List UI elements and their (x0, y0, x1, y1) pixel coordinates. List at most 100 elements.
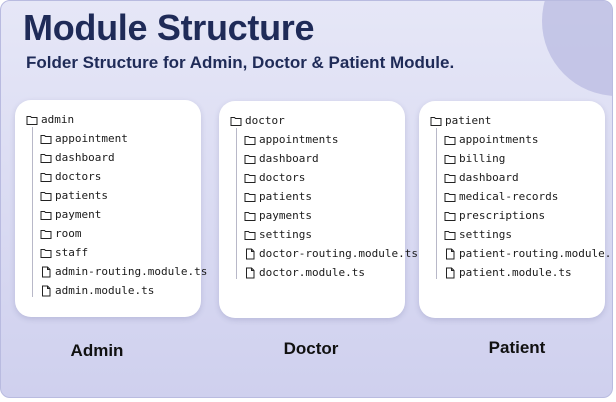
folder-item: appointment (26, 129, 207, 148)
page-title: Module Structure (23, 7, 315, 48)
folder-item: appointments (430, 130, 612, 149)
tree-item-label: appointment (55, 132, 128, 145)
folder-icon (444, 210, 456, 222)
decorative-circle (542, 1, 612, 96)
file-item: admin-routing.module.ts (26, 262, 207, 281)
admin-module-card: admin appointment dashboard doctors patients… (15, 100, 207, 317)
file-icon (444, 267, 456, 279)
doctor-folder-tree: doctor appointments dashboard doctors patien… (230, 111, 418, 282)
file-item: patient.module.ts (430, 263, 612, 282)
folder-icon (444, 134, 456, 146)
folder-icon (40, 152, 52, 164)
file-item: doctor-routing.module.ts (230, 244, 418, 263)
folder-icon (244, 153, 256, 165)
tree-item-label: prescriptions (459, 209, 546, 222)
tree-item-label: payments (259, 209, 312, 222)
folder-icon (444, 153, 456, 165)
tree-item-label: patient (445, 114, 492, 127)
folder-item: payment (26, 205, 207, 224)
tree-item-label: dashboard (259, 152, 319, 165)
tree-item-label: doctors (55, 170, 102, 183)
folder-item: appointments (230, 130, 418, 149)
folder-item: prescriptions (430, 206, 612, 225)
folder-item: doctor (230, 111, 418, 130)
folder-item: patients (230, 187, 418, 206)
file-item: doctor.module.ts (230, 263, 418, 282)
folder-icon (444, 172, 456, 184)
folder-item: dashboard (430, 168, 612, 187)
folder-icon (244, 210, 256, 222)
tree-item-label: settings (259, 228, 312, 241)
tree-item-label: doctors (259, 171, 306, 184)
folder-icon (244, 134, 256, 146)
tree-item-label: appointments (259, 133, 339, 146)
tree-connector (436, 128, 437, 279)
folder-icon (40, 228, 52, 240)
tree-item-label: payment (55, 208, 102, 221)
tree-item-label: dashboard (459, 171, 519, 184)
file-icon (244, 248, 256, 260)
folder-icon (244, 191, 256, 203)
file-icon (40, 266, 52, 278)
tree-item-label: billing (459, 152, 506, 165)
folder-item: room (26, 224, 207, 243)
folder-item: medical-records (430, 187, 612, 206)
folder-item: doctors (230, 168, 418, 187)
tree-item-label: appointments (459, 133, 539, 146)
doctor-module-card: doctor appointments dashboard doctors patien… (219, 101, 418, 318)
tree-item-label: staff (55, 246, 89, 259)
patient-module-label: Patient (488, 338, 546, 357)
folder-icon (40, 209, 52, 221)
admin-folder-tree: admin appointment dashboard doctors patients… (26, 110, 207, 300)
tree-connector (236, 128, 237, 279)
tree-item-label: patients (55, 189, 108, 202)
tree-item-label: patient-routing.module.ts (459, 247, 613, 260)
tree-item-label: dashboard (55, 151, 115, 164)
folder-icon (430, 115, 442, 127)
tree-connector (32, 127, 33, 297)
tree-item-label: room (55, 227, 82, 240)
tree-item-label: doctor.module.ts (259, 266, 365, 279)
tree-item-label: doctor-routing.module.ts (259, 247, 418, 260)
folder-icon (40, 190, 52, 202)
file-icon (40, 285, 52, 297)
folder-item: staff (26, 243, 207, 262)
file-icon (244, 267, 256, 279)
folder-icon (40, 171, 52, 183)
folder-item: settings (430, 225, 612, 244)
tree-item-label: admin-routing.module.ts (55, 265, 208, 278)
tree-item-label: patient.module.ts (459, 266, 572, 279)
folder-item: dashboard (26, 148, 207, 167)
folder-item: payments (230, 206, 418, 225)
file-item: patient-routing.module.ts (430, 244, 613, 263)
folder-icon (26, 114, 38, 126)
folder-icon (444, 229, 456, 241)
patient-module-card: patient appointments billing dashboard medic… (419, 101, 612, 318)
folder-item: doctors (26, 167, 207, 186)
doctor-module-label: Doctor (283, 339, 339, 358)
tree-item-label: settings (459, 228, 512, 241)
patient-folder-tree: patient appointments billing dashboard medic… (430, 111, 613, 282)
folder-icon (444, 191, 456, 203)
folder-item: patients (26, 186, 207, 205)
tree-item-label: medical-records (459, 190, 559, 203)
folder-icon (40, 247, 52, 259)
file-item: admin.module.ts (26, 281, 207, 300)
folder-item: patient (430, 111, 612, 130)
admin-module-label: Admin (70, 341, 124, 360)
folder-item: settings (230, 225, 418, 244)
folder-icon (244, 229, 256, 241)
folder-icon (244, 172, 256, 184)
folder-icon (40, 133, 52, 145)
tree-item-label: doctor (245, 114, 285, 127)
folder-item: billing (430, 149, 612, 168)
file-icon (444, 248, 456, 260)
tree-item-label: patients (259, 190, 312, 203)
folder-item: admin (26, 110, 207, 129)
folder-item: dashboard (230, 149, 418, 168)
tree-item-label: admin.module.ts (55, 284, 155, 297)
folder-icon (230, 115, 242, 127)
tree-item-label: admin (41, 113, 75, 126)
page-subtitle: Folder Structure for Admin, Doctor & Pat… (26, 53, 455, 72)
